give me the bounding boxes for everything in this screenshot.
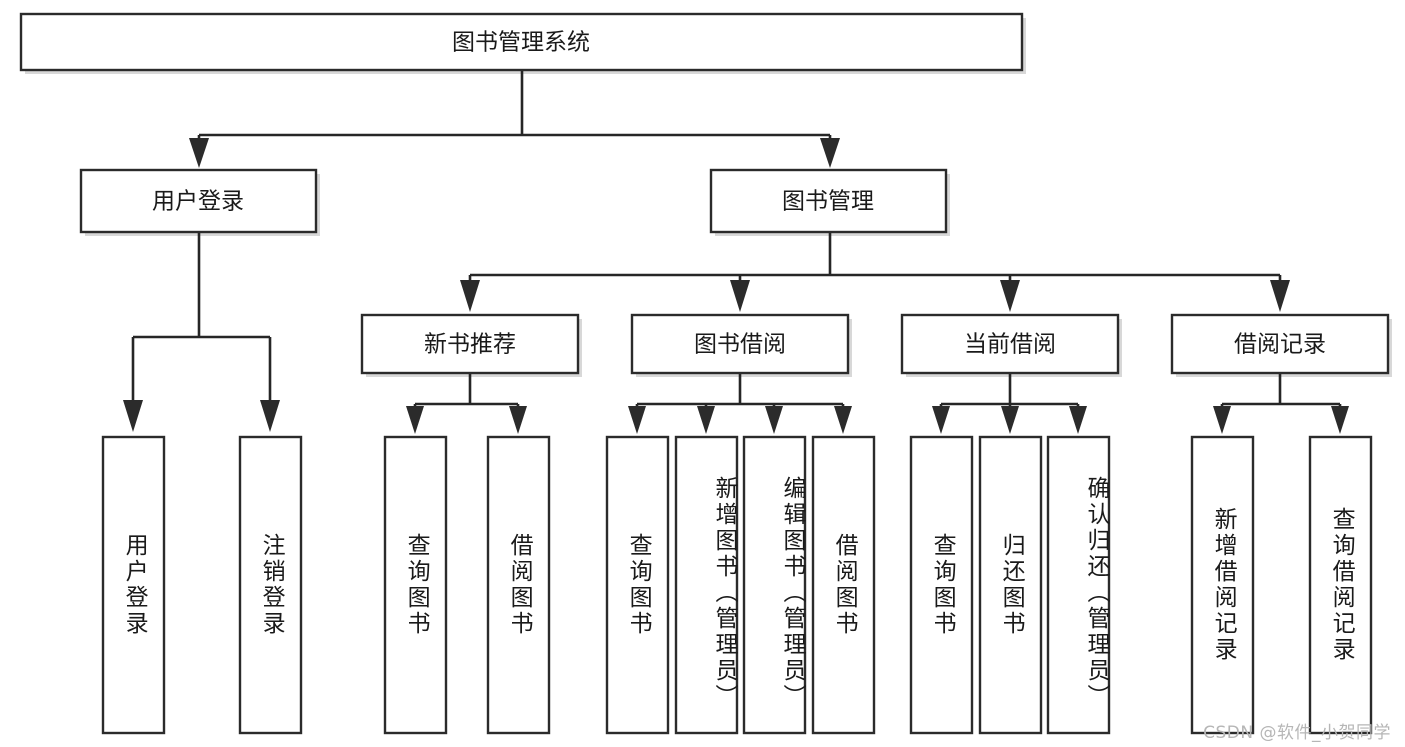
leaf-box-user-login-0[interactable] <box>101 435 166 735</box>
arrow-userlogin-leaf-0 <box>123 400 143 432</box>
node-label-borrow-record: 借阅记录 <box>1234 332 1326 358</box>
arrow-borrowrecord-leaf-1 <box>1331 406 1349 434</box>
arrow-bookmanage-to-borrow-record <box>1270 280 1290 312</box>
leaf-box-new-book-1[interactable] <box>486 435 551 735</box>
leaf-box-current-borrow-1[interactable] <box>978 435 1043 735</box>
leaf-box-borrow-record-0[interactable] <box>1190 435 1255 735</box>
node-box-current-borrow[interactable] <box>900 313 1120 375</box>
arrow-borrowrecord-leaf-0 <box>1213 406 1231 434</box>
arrow-bookborrow-leaf-3 <box>834 406 852 434</box>
root-node-box[interactable] <box>19 12 1024 72</box>
arrow-root-to-book-manage <box>820 138 840 168</box>
root-node-label: 图书管理系统 <box>452 30 590 56</box>
arrow-userlogin-leaf-1 <box>260 400 280 432</box>
node-box-new-book-recommend[interactable] <box>360 313 580 375</box>
leaf-box-book-borrow-2[interactable] <box>742 435 807 735</box>
leaf-box-current-borrow-0[interactable] <box>909 435 974 735</box>
arrow-root-to-user-login <box>189 138 209 168</box>
leaf-box-user-login-1[interactable] <box>238 435 303 735</box>
arrow-bookborrow-leaf-1 <box>697 406 715 434</box>
node-label-current-borrow: 当前借阅 <box>964 332 1056 358</box>
arrow-currentborrow-leaf-0 <box>932 406 950 434</box>
node-box-user-login[interactable] <box>79 168 318 234</box>
node-box-borrow-record[interactable] <box>1170 313 1390 375</box>
arrow-currentborrow-leaf-1 <box>1001 406 1019 434</box>
leaf-box-book-borrow-0[interactable] <box>605 435 670 735</box>
arrow-newbook-leaf-1 <box>509 406 527 434</box>
node-label-user-login: 用户登录 <box>152 189 244 215</box>
arrow-bookmanage-to-book-borrow <box>730 280 750 312</box>
leaf-box-new-book-0[interactable] <box>383 435 448 735</box>
node-label-book-manage: 图书管理 <box>782 189 874 215</box>
arrow-bookborrow-leaf-0 <box>628 406 646 434</box>
arrow-newbook-leaf-0 <box>406 406 424 434</box>
node-label-book-borrow: 图书借阅 <box>694 332 786 358</box>
leaf-box-current-borrow-2[interactable] <box>1046 435 1111 735</box>
csdn-watermark: CSDN @软件_小贺同学 <box>1203 723 1391 743</box>
arrow-bookmanage-to-new-book <box>460 280 480 312</box>
node-box-book-borrow[interactable] <box>630 313 850 375</box>
arrow-currentborrow-leaf-2 <box>1069 406 1087 434</box>
node-label-new-book-recommend: 新书推荐 <box>424 332 516 358</box>
arrow-bookmanage-to-current-borrow <box>1000 280 1020 312</box>
leaf-box-borrow-record-1[interactable] <box>1308 435 1373 735</box>
node-box-book-manage[interactable] <box>709 168 948 234</box>
arrow-bookborrow-leaf-2 <box>765 406 783 434</box>
leaf-box-book-borrow-1[interactable] <box>674 435 739 735</box>
leaf-box-book-borrow-3[interactable] <box>811 435 876 735</box>
